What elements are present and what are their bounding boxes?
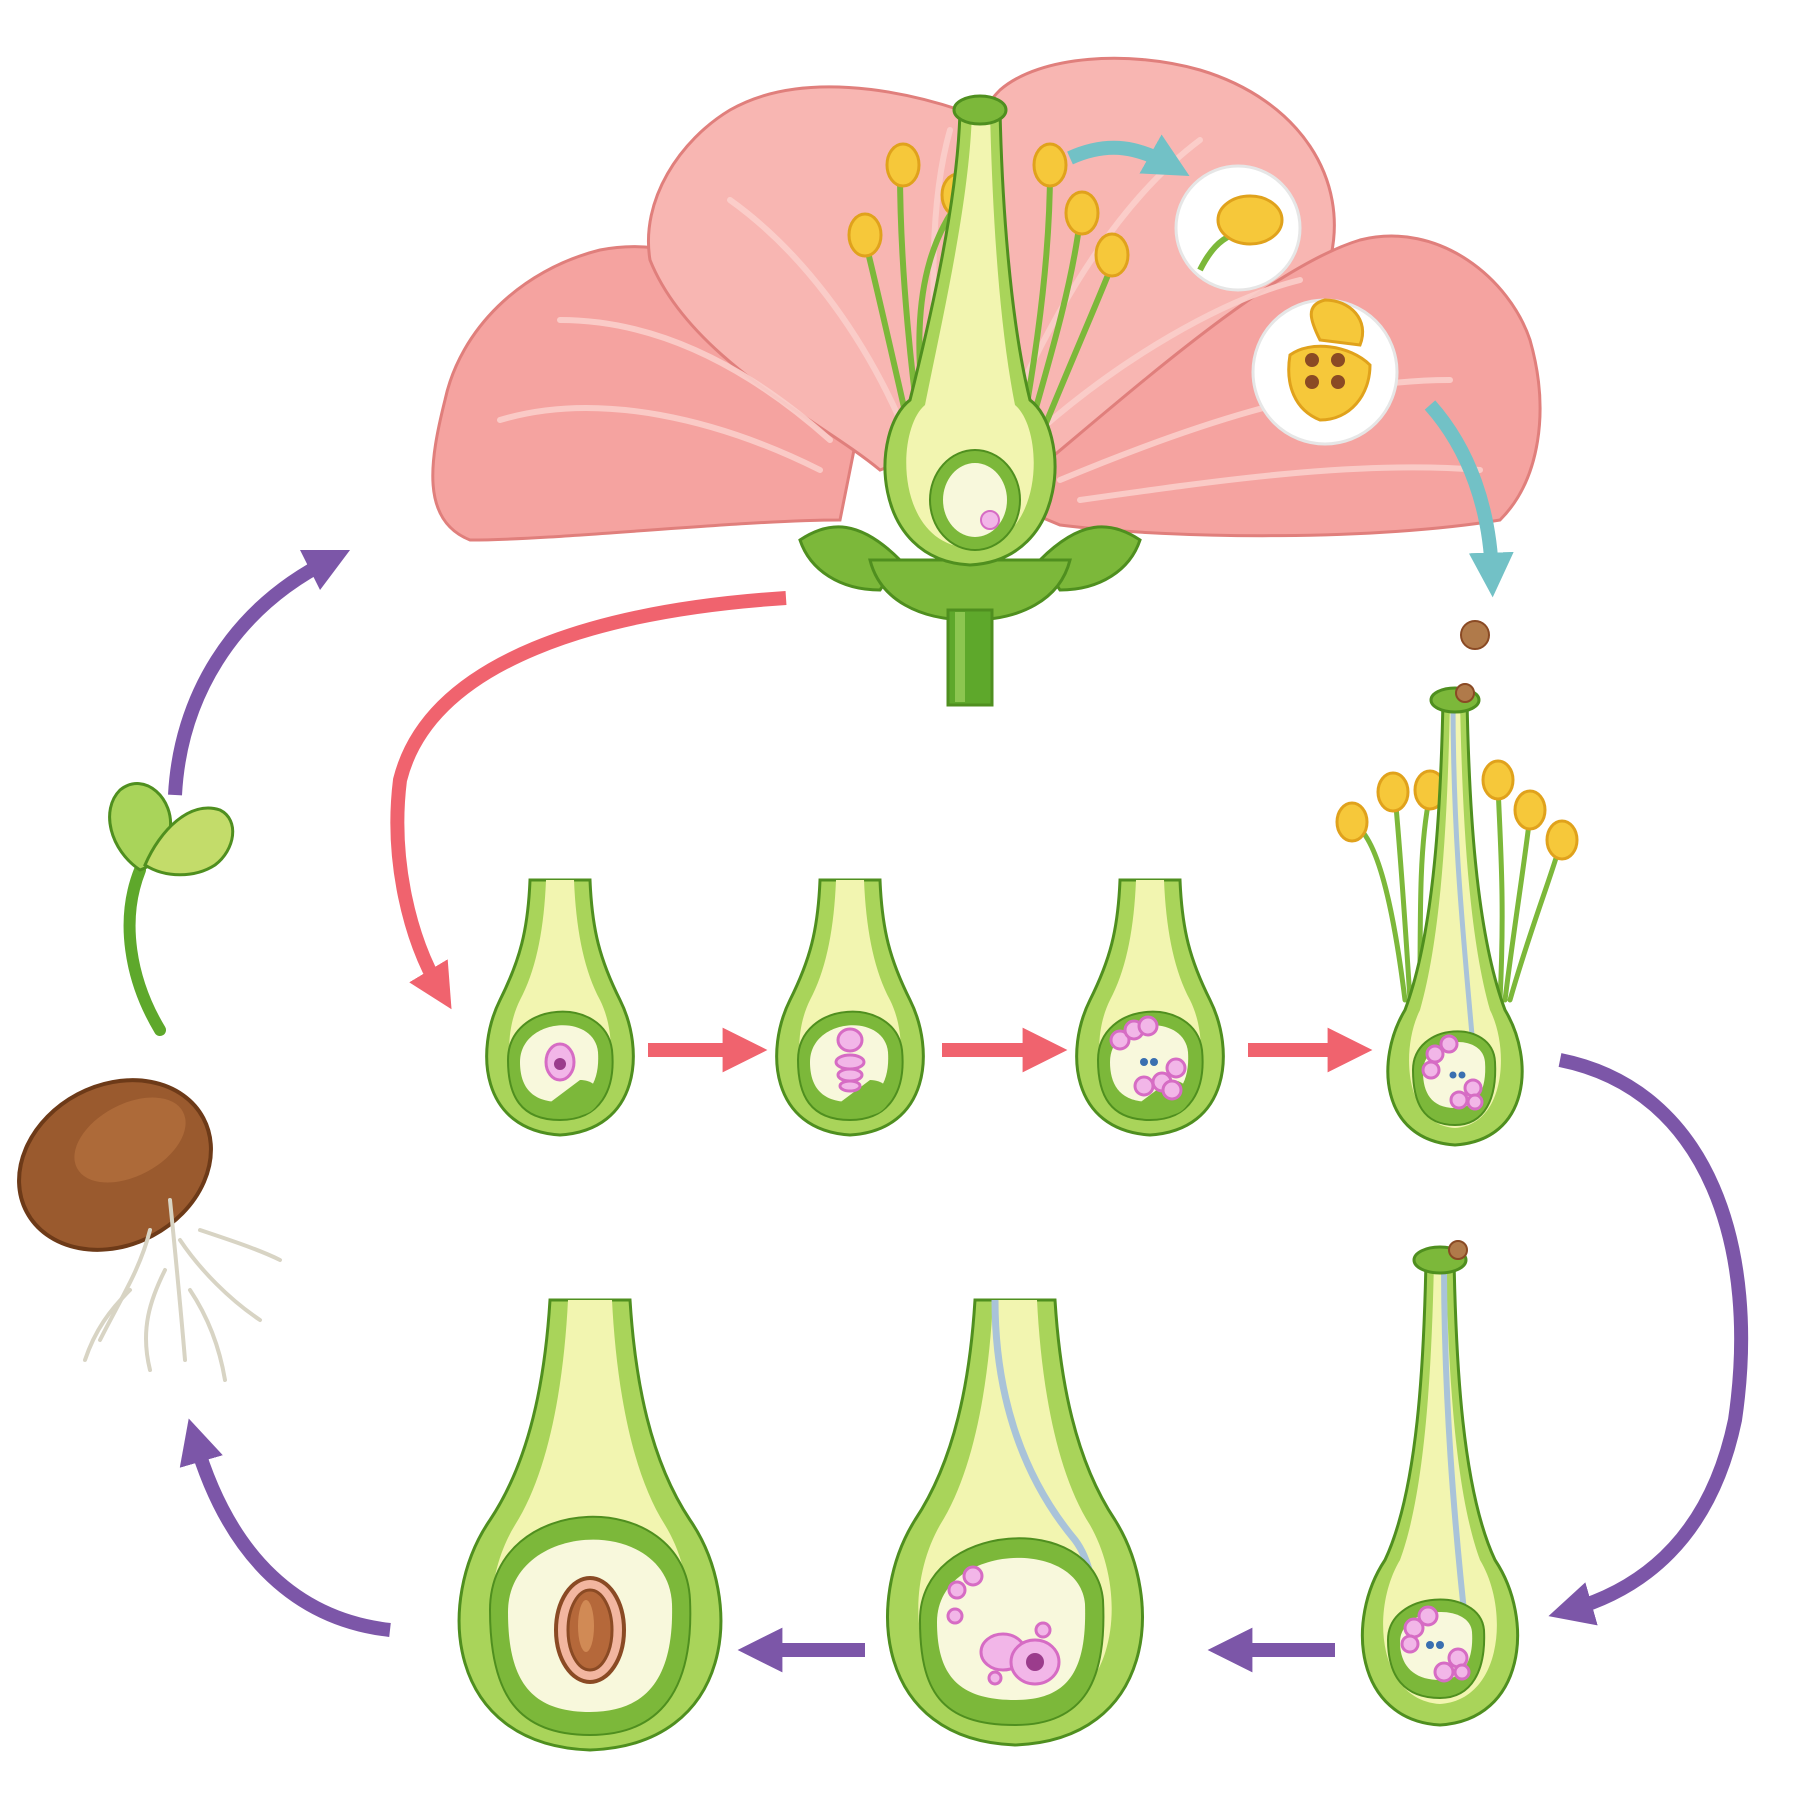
arrow-seed-to-seedling [179,1418,391,1637]
arrow-pollination-to-tube [1548,1053,1749,1626]
pollen-sac-closeup [1251,298,1399,446]
anther-closeup [1174,164,1302,292]
cotyledon-right [143,806,235,877]
arrow-seedling-to-flower [168,549,351,796]
ovule-stage-1 [485,878,635,1137]
pollen-tube-stage [1360,1240,1520,1727]
seed-in-ovary-stage [457,1298,723,1752]
egg-cell [980,510,1000,530]
seedling [17,782,282,1382]
ovule-stage-3 [1075,878,1225,1137]
flower-stem [946,608,994,707]
arrow-to-pollen [1424,400,1514,598]
arrow-flower-to-ovule [390,591,787,1010]
pollinated-pistil [1335,683,1579,1147]
arrow-to-anther-closeup [1067,134,1190,177]
pollen-grain [1460,620,1490,650]
flower [431,56,1542,707]
ovule-stage-2 [775,878,925,1137]
roots [83,1198,282,1382]
fertilization-stage [886,1298,1144,1747]
stigma [952,94,1008,126]
